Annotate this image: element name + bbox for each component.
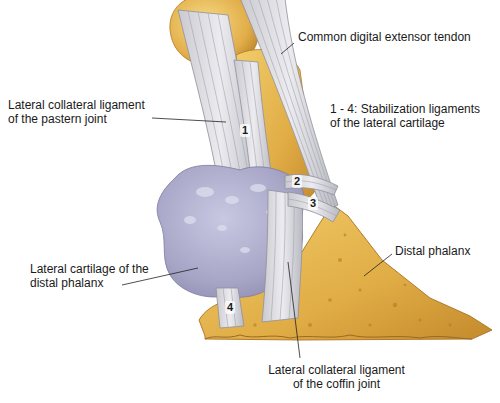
callout-number: 2: [292, 175, 302, 188]
leader-lines: [122, 43, 392, 358]
part-label: Lateral cartilage of the distal phalanx: [30, 262, 160, 291]
callout-number: 1: [240, 124, 250, 137]
coffin-collateral-ligament: [262, 190, 303, 322]
part-label: Common digital extensor tendon: [298, 30, 471, 44]
leader-line: [364, 254, 392, 276]
part-label: Distal phalanx: [395, 244, 470, 258]
part-label: Lateral collateral ligament of the paste…: [8, 98, 151, 127]
part-label: Lateral collateral ligament of the coffi…: [265, 363, 408, 392]
callout-number: 3: [308, 197, 318, 210]
callout-number: 4: [225, 301, 235, 314]
part-label: 1 - 4: Stabilization ligaments of the la…: [330, 102, 486, 131]
leader-line: [152, 118, 226, 122]
leader-line: [288, 262, 300, 358]
stabilization-ligament: [285, 174, 338, 195]
stabilization-ligament: [216, 288, 244, 328]
stabilization-ligament: [288, 192, 340, 222]
leader-line: [281, 43, 294, 54]
